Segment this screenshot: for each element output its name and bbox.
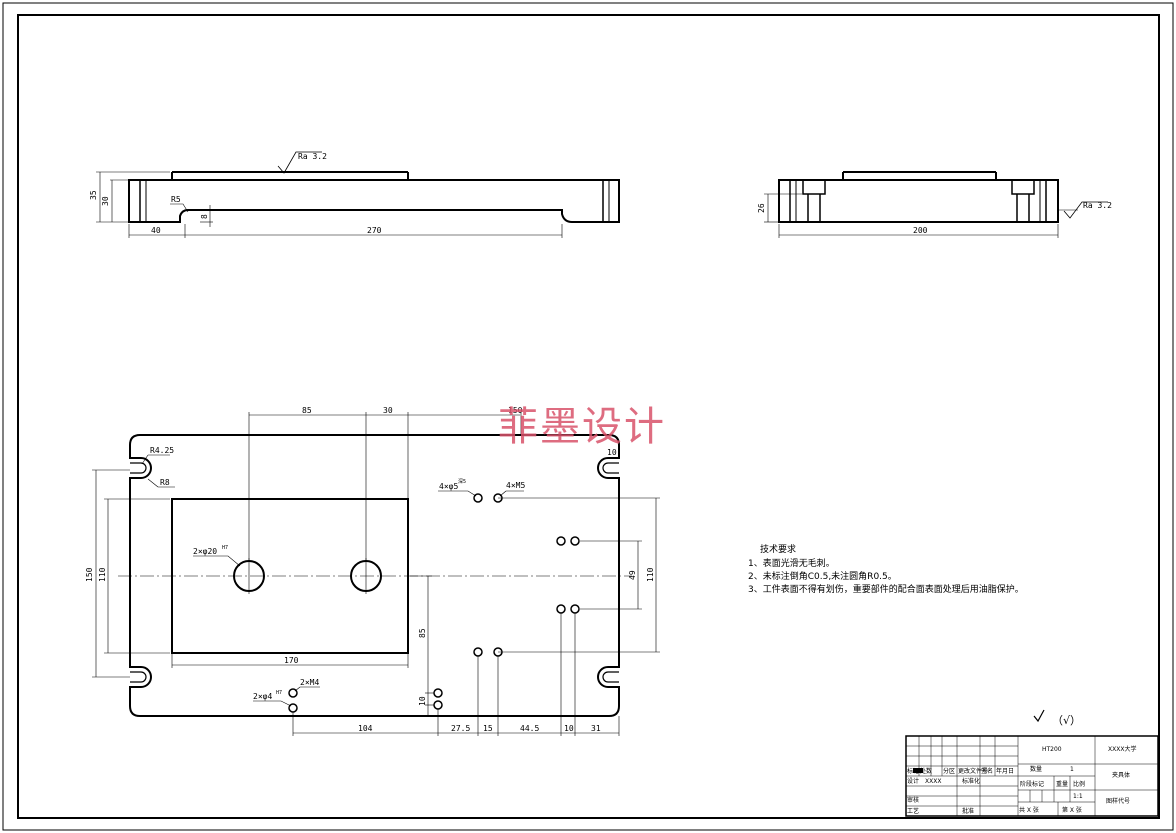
tb-qty-label: 数量: [1030, 765, 1042, 773]
plan-dim-170: 170: [284, 656, 299, 665]
plan-dim-10-vert: 10: [418, 696, 427, 706]
tb-row-sign: 签名: [981, 767, 993, 775]
tb-drawing-no: 图样代号: [1106, 797, 1130, 805]
plan-dim-104: 104: [358, 724, 373, 733]
tech-notes-title: 技术要求: [760, 543, 796, 555]
plan-pin-sup: H7: [276, 690, 282, 696]
tb-row-mark: 标记: [907, 767, 919, 775]
plan-dim-44-5: 44.5: [520, 724, 539, 733]
plan-view: [92, 412, 660, 736]
tb-approve-label: 批准: [962, 807, 974, 815]
tb-review-label: 审核: [907, 796, 919, 804]
side-view: [764, 171, 1108, 238]
tb-weight-label: 重量: [1056, 780, 1068, 788]
tb-design-value: XXXX: [925, 778, 941, 785]
plan-pin: 2×φ4: [253, 692, 272, 701]
side-dim-200: 200: [913, 226, 928, 235]
plan-dim-r8: R8: [160, 478, 170, 487]
front-dim-30: 30: [101, 196, 110, 206]
plan-dim-r425: R4.25: [150, 446, 174, 455]
plan-dim-150-left: 150: [85, 567, 94, 582]
plan-dim-85-vert: 85: [418, 628, 427, 638]
tb-ratio-label: 比例: [1073, 780, 1085, 788]
plan-bore: 2×φ20: [193, 547, 217, 556]
plan-dim-31: 31: [591, 724, 601, 733]
tech-note-3: 3、工件表面不得有划伤，重要部件的配合面表面处理后用油脂保护。: [748, 583, 1024, 595]
watermark: 菲墨设计: [498, 404, 666, 450]
tb-qty-value: 1: [1070, 766, 1074, 773]
tech-note-1: 1、表面光滑无毛刺。: [748, 557, 835, 569]
tb-std-label: 标准化: [962, 777, 980, 785]
tech-note-2: 2、未标注倒角C0.5,未注圆角R0.5。: [748, 570, 897, 582]
tb-redaction-mark: [913, 768, 923, 773]
plan-m4: 2×M4: [300, 678, 319, 687]
front-dim-r5: R5: [171, 195, 181, 204]
tb-material: HT200: [1042, 746, 1062, 753]
front-dim-35: 35: [89, 190, 98, 200]
side-roughness: Ra 3.2: [1083, 201, 1112, 210]
plan-bore-sup: H7: [222, 545, 228, 551]
plan-dim-27-5: 27.5: [451, 724, 470, 733]
plan-dim-15: 15: [483, 724, 493, 733]
plan-dim-10-top: 10: [607, 448, 617, 457]
plan-dim-150-top: 150: [508, 406, 523, 415]
side-dim-26: 26: [757, 203, 766, 213]
tb-org: XXXX大学: [1108, 745, 1136, 753]
tb-part-name: 夹具体: [1112, 771, 1130, 779]
plan-tapped-a-sup: 深5: [458, 478, 466, 485]
tb-row-changefile: 更改文件号: [958, 767, 988, 775]
tb-sheets-total: 共 X 张: [1019, 806, 1039, 814]
front-view: [96, 151, 620, 238]
plan-tapped-b: 4×M5: [506, 481, 525, 490]
tb-scale-value: 1:1: [1073, 793, 1083, 800]
plan-dim-30-top: 30: [383, 406, 393, 415]
plan-dim-110-right: 110: [646, 567, 655, 582]
plan-dim-10-bottom: 10: [564, 724, 574, 733]
surface-symbol: （√）: [1052, 714, 1081, 727]
front-roughness: Ra 3.2: [298, 152, 327, 161]
title-block: [905, 735, 1159, 817]
front-dim-270: 270: [367, 226, 382, 235]
tb-row-count: 处数: [920, 767, 932, 775]
plan-dim-85-top: 85: [302, 406, 312, 415]
tb-row-date: 年月日: [996, 767, 1014, 775]
front-dim-8: 8: [200, 214, 209, 219]
inner-border: [17, 14, 1160, 819]
plan-dim-49: 49: [628, 570, 637, 580]
tb-process-label: 工艺: [907, 807, 919, 815]
tb-sheet-no: 第 X 张: [1062, 806, 1082, 814]
roughness-check-icon: [1033, 709, 1045, 723]
plan-dim-110-left: 110: [98, 567, 107, 582]
front-dim-40: 40: [151, 226, 161, 235]
plan-tapped-a: 4×φ5: [439, 482, 458, 491]
tb-design-label: 设计: [907, 777, 919, 785]
tb-stage-label: 阶段标记: [1020, 780, 1044, 788]
tb-row-zone: 分区: [943, 767, 955, 775]
